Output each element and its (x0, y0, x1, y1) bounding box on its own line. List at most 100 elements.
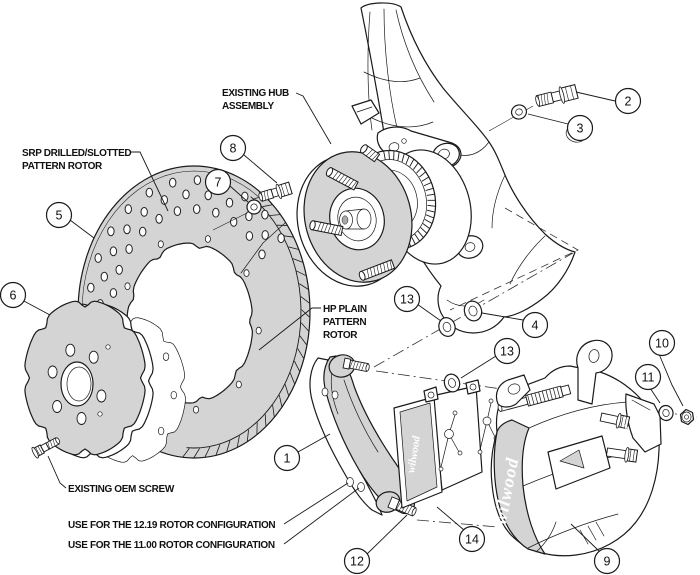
label-srp-rotor: SRP DRILLED/SLOTTED (22, 148, 131, 159)
callout-4: 4 (521, 311, 549, 339)
callout-7: 7 (204, 168, 232, 196)
tone-ring-tooth (410, 236, 416, 245)
caliper-logo-band (493, 419, 546, 555)
boot-rib (541, 390, 546, 402)
callout-5: 5 (45, 201, 73, 229)
wheel-stud (309, 220, 344, 237)
stud-thread (347, 179, 354, 188)
thread-line (396, 501, 402, 510)
rotor-vent-slot (193, 448, 200, 458)
svg-text:4: 4 (532, 319, 539, 333)
callout-1: 1 (273, 444, 301, 472)
rotor-vent-slot (272, 405, 275, 417)
svg-text:6: 6 (10, 289, 17, 303)
stud-thread (386, 261, 389, 271)
caliper-mounting-bracket (309, 354, 417, 517)
tone-ring-tooth (426, 193, 435, 196)
head-facet (570, 85, 575, 100)
rotor-vent-slot (236, 435, 240, 447)
stud-thread (341, 176, 348, 184)
rotor-drill-hole (225, 197, 234, 208)
svg-text:2: 2 (625, 95, 632, 109)
rotor-vent-slot (288, 246, 299, 250)
washer-11 (658, 404, 674, 422)
thread-line (266, 190, 269, 200)
bracket-hole-1219 (346, 477, 354, 487)
washer-3 (510, 104, 528, 120)
text-labels: SRP DRILLED/SLOTTED PATTERN ROTOR EXISTI… (22, 88, 367, 551)
rotor-drill-hole (258, 249, 266, 260)
thread-line (407, 505, 413, 515)
tone-ring-tooth (425, 187, 434, 191)
tone-ring-tooth (421, 176, 430, 182)
stud-thread (344, 177, 351, 186)
rotor-vent-slot (215, 444, 221, 455)
label-hp-rotor: HP PLAIN (323, 304, 367, 315)
thread-line (349, 360, 353, 369)
rotor-drill-hole (212, 207, 220, 218)
boot-rib (552, 387, 557, 399)
rotor-split-line (240, 222, 286, 274)
stud-thread (335, 172, 342, 181)
rotor-drill-hole (155, 213, 163, 224)
stud-thread (379, 264, 383, 274)
flange-hole (162, 352, 170, 361)
callout-13a: 13 (393, 285, 421, 313)
thread-line (355, 361, 359, 370)
svg-text:PATTERN ROTOR: PATTERN ROTOR (22, 161, 103, 172)
flange-hole (157, 426, 165, 436)
oem-screw (31, 437, 61, 459)
rotor-vent-slot (264, 414, 267, 426)
tone-ring-tooth (423, 182, 432, 187)
stud-thread (331, 224, 335, 234)
tone-ring-tooth (383, 150, 386, 160)
callout-11: 11 (634, 363, 662, 391)
head-facet (632, 449, 635, 462)
boot-rib (556, 386, 561, 398)
svg-text:13: 13 (500, 345, 514, 359)
wheel-stud (360, 144, 381, 163)
washer-4 (463, 300, 483, 322)
callout-2: 2 (614, 87, 642, 115)
hub-bolt (535, 84, 579, 107)
svg-text:10: 10 (655, 337, 669, 351)
knuckle-tab (351, 99, 380, 125)
stud-thread (327, 224, 332, 233)
rotor-vent-slot (296, 270, 306, 276)
stud-thread (334, 225, 339, 235)
label-oem-screw: EXISTING OEM SCREW (68, 484, 175, 495)
tip (55, 437, 61, 445)
head-flange (624, 446, 630, 463)
stud-thread (317, 222, 322, 231)
adapter-lug-holes (47, 343, 107, 425)
stud-thread (351, 181, 358, 189)
rotor-mount-hole (192, 405, 199, 414)
rotor-mount-hole (204, 235, 211, 243)
rotor-drill-hole (124, 204, 133, 215)
svg-text:14: 14 (465, 533, 479, 547)
rotor-vent-slot (292, 258, 303, 263)
adapter-lug-hole (65, 343, 76, 357)
tone-ring-tooth (388, 150, 390, 160)
rotor-drill-hole (169, 177, 177, 188)
rotor-vent-slot (284, 384, 289, 396)
rotor-drill-hole (145, 187, 154, 198)
head-flange (615, 412, 622, 429)
callout-8: 8 (219, 134, 247, 162)
head-facet (35, 447, 41, 456)
rotor-vent-slot (182, 448, 190, 458)
rotor-drill-hole (115, 264, 123, 275)
tone-ring-tooth (426, 209, 436, 213)
rotor-drill-hole (173, 206, 182, 217)
boot-rib (538, 391, 542, 403)
head-flange (275, 183, 283, 200)
callout-12: 12 (343, 547, 371, 575)
stud-tip (309, 220, 316, 231)
stud-thread (332, 171, 339, 179)
head-facet (620, 415, 624, 428)
wheel-stud (325, 167, 359, 191)
stud-thread (338, 174, 345, 183)
svg-text:9: 9 (604, 555, 611, 569)
stud-thread (324, 223, 328, 233)
